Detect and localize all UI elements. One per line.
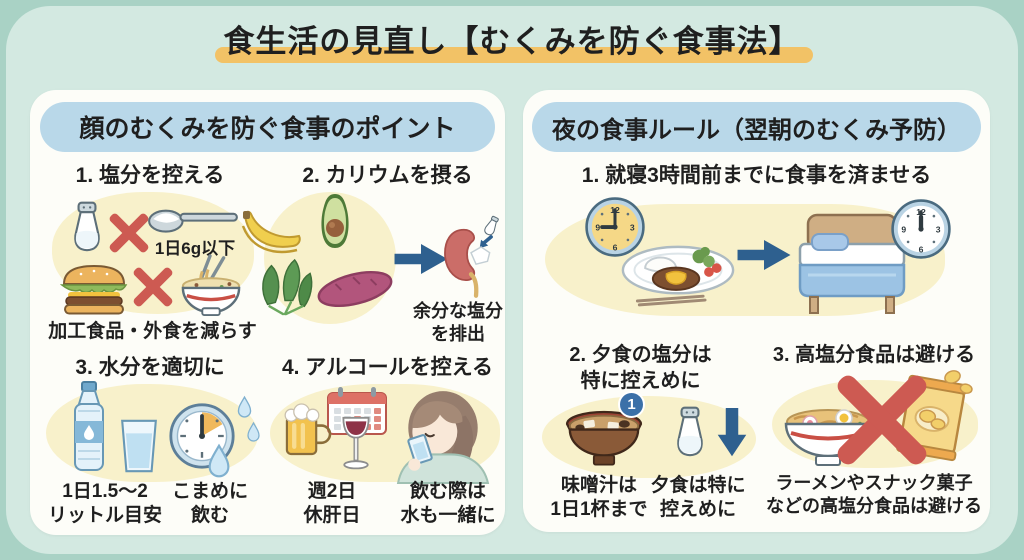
woman-drinking-icon xyxy=(394,384,492,485)
burger-icon xyxy=(56,262,132,315)
miso-soup-icon xyxy=(556,400,652,472)
banana-icon xyxy=(240,210,306,258)
cross-icon xyxy=(108,212,150,254)
right-s3-caption: ラーメンやスナック菓子 などの高塩分食品は避ける xyxy=(766,473,982,516)
right-s2-heading: 2. 夕食の塩分は 特に控えめに xyxy=(569,344,712,392)
svg-text:3: 3 xyxy=(630,222,635,232)
svg-text:9: 9 xyxy=(901,224,906,234)
salt-shaker-icon xyxy=(671,402,709,464)
left-s4-caption2: 飲む際は 水も一緒に xyxy=(400,481,496,526)
right-panel-header: 夜の食事ルール（翌朝のむくみ予防） xyxy=(532,102,981,152)
midnight-clock-icon: 12 3 6 9 xyxy=(890,198,952,260)
left-s4-heading: 4. アルコールを控える xyxy=(281,356,494,379)
svg-text:3: 3 xyxy=(936,224,941,234)
wine-glass-icon xyxy=(336,416,376,472)
left-s1-caption: 加工食品・外食を減らす xyxy=(48,321,257,342)
noodle-bowl-icon xyxy=(176,254,246,316)
water-drop-icon xyxy=(206,443,232,478)
arrow-right-icon xyxy=(736,240,792,270)
arrow-down-icon xyxy=(715,408,749,458)
count-badge: 1 xyxy=(618,391,645,418)
header: 食生活の見直し【むくみを防ぐ食事法】 xyxy=(0,16,1024,63)
water-drop-icon xyxy=(236,395,253,418)
arrow-right-icon xyxy=(394,244,448,274)
salt-spoon-icon xyxy=(146,202,240,234)
right-panel: 夜の食事ルール（翌朝のむくみ予防） 1. 就寝3時間前までに食事を済ませる 12… xyxy=(523,90,990,532)
spinach-icon xyxy=(256,256,314,316)
left-s3-caption2: こまめに 飲む xyxy=(171,481,248,526)
meal-plate-icon xyxy=(620,236,736,308)
right-s2-caption2: 夕食は特に 控えめに xyxy=(650,475,746,520)
kidney-icon xyxy=(438,202,504,312)
water-bottle-icon xyxy=(66,380,112,474)
left-s1-heading: 1. 塩分を控える xyxy=(75,164,225,187)
left-s2-caption: 余分な塩分 を排出 xyxy=(413,301,503,344)
beer-mug-icon xyxy=(280,398,332,460)
svg-text:6: 6 xyxy=(919,244,924,254)
snack-bag-icon xyxy=(890,370,974,464)
salt-shaker-icon xyxy=(68,198,106,258)
left-s1-note: 1日6g以下 xyxy=(154,239,236,258)
left-s4-caption1: 週2日 休肝日 xyxy=(303,481,361,526)
right-s3-heading: 3. 高塩分食品は避ける xyxy=(772,344,976,366)
water-drop-icon xyxy=(246,421,261,442)
page-title: 食生活の見直し【むくみを防ぐ食事法】 xyxy=(215,16,813,63)
right-s1-heading: 1. 就寝3時間前までに食事を済ませる xyxy=(581,164,932,187)
water-glass-icon xyxy=(118,414,160,478)
avocado-icon xyxy=(312,192,358,250)
cross-icon xyxy=(833,371,931,469)
svg-text:6: 6 xyxy=(613,242,618,252)
title-highlight-bar xyxy=(215,47,813,63)
left-panel: 顔のむくみを防ぐ食事のポイント 1. 塩分を控える 1日6g以下 xyxy=(30,90,505,535)
left-s3-heading: 3. 水分を適切に xyxy=(75,356,225,379)
left-s2-heading: 2. カリウムを摂る xyxy=(302,164,473,187)
dinner-clock-icon: 12 3 6 9 xyxy=(584,196,646,258)
svg-text:9: 9 xyxy=(595,222,600,232)
left-s3-caption1: 1日1.5〜2 リットル目安 xyxy=(47,481,162,526)
cross-icon xyxy=(132,266,174,308)
page-title-text: 食生活の見直し【むくみを防ぐ食事法】 xyxy=(223,24,801,59)
sweet-potato-icon xyxy=(314,266,396,312)
right-s2-caption1: 味噌汁は 1日1杯まで xyxy=(550,475,648,520)
left-panel-header: 顔のむくみを防ぐ食事のポイント xyxy=(40,102,495,152)
